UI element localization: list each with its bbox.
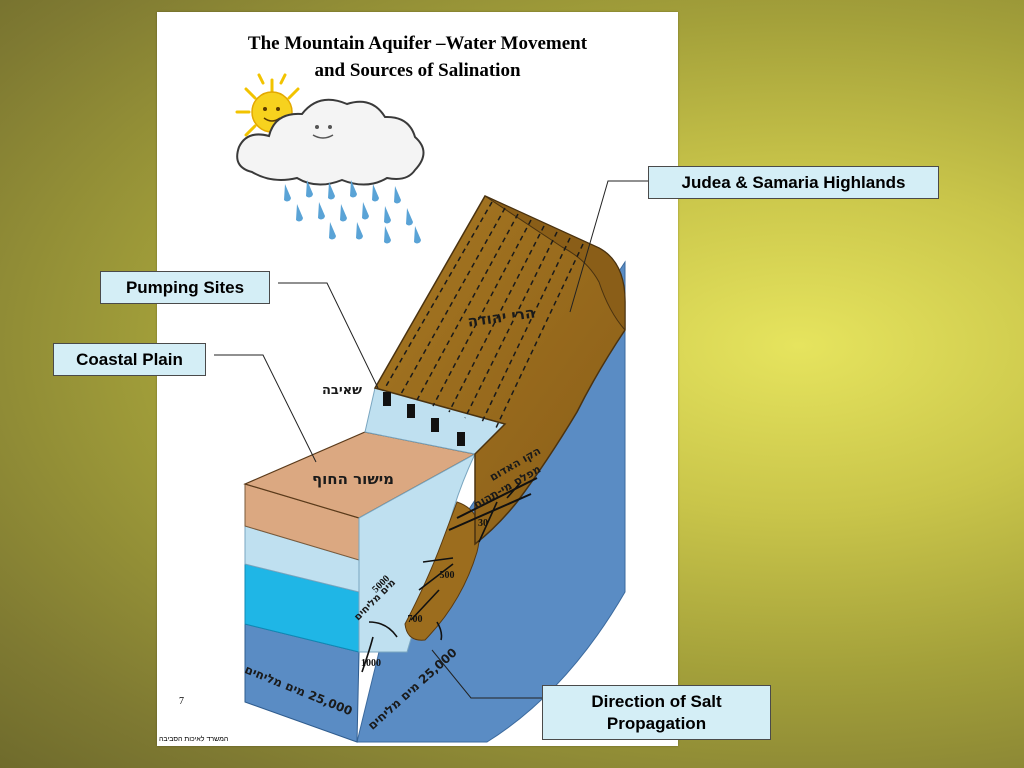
cloud-icon (236, 98, 425, 186)
label-700: 700 (408, 614, 423, 625)
callout-pumping-sites: Pumping Sites (100, 271, 270, 304)
title-line-2: and Sources of Salination (314, 60, 521, 81)
rain-drops-icon (284, 180, 421, 244)
leader-salt (431, 649, 542, 699)
red-line-boundary (448, 477, 538, 531)
infiltration-lines (384, 201, 584, 431)
mountain-ridge (484, 195, 626, 332)
flow-arrows (361, 481, 522, 673)
callout-pumping-text: Pumping Sites (125, 278, 245, 297)
callout-coastal-text: Coastal Plain (76, 350, 183, 369)
callout-highlands-text: Judea & Samaria Highlands (681, 173, 906, 192)
callout-coastal-plain: Coastal Plain (53, 343, 206, 376)
document-page: The Mountain Aquifer –Water Movement and… (157, 12, 678, 746)
diagram-title: The Mountain Aquifer –Water Movement and… (157, 30, 678, 84)
label-coastal-plain: מישור החוף (312, 470, 394, 488)
label-pumping: שאיבה (322, 383, 362, 398)
label-500: 500 (440, 570, 455, 581)
callout-judea-samaria-highlands: Judea & Samaria Highlands (648, 166, 939, 199)
callout-salt-line-1: Direction of Salt (591, 692, 722, 711)
page-number: 7 (179, 696, 184, 707)
leader-coastal (214, 354, 317, 463)
aquifer-diagram: הרי יהודה שאיבה מישור החוף הקו האדום מפל… (235, 73, 626, 743)
footer-credit: המשרד לאיכות הסביבה (159, 736, 229, 743)
title-line-1: The Mountain Aquifer –Water Movement (247, 33, 588, 54)
well-icon (383, 392, 465, 446)
leader-pumping (278, 282, 379, 389)
leader-highlands (569, 180, 648, 313)
callout-salt-line-2: Propagation (606, 714, 707, 733)
label-1000: 1000 (361, 658, 381, 669)
label-30: 30 (478, 518, 488, 529)
callout-salt-propagation: Direction of Salt Propagation (542, 685, 771, 740)
